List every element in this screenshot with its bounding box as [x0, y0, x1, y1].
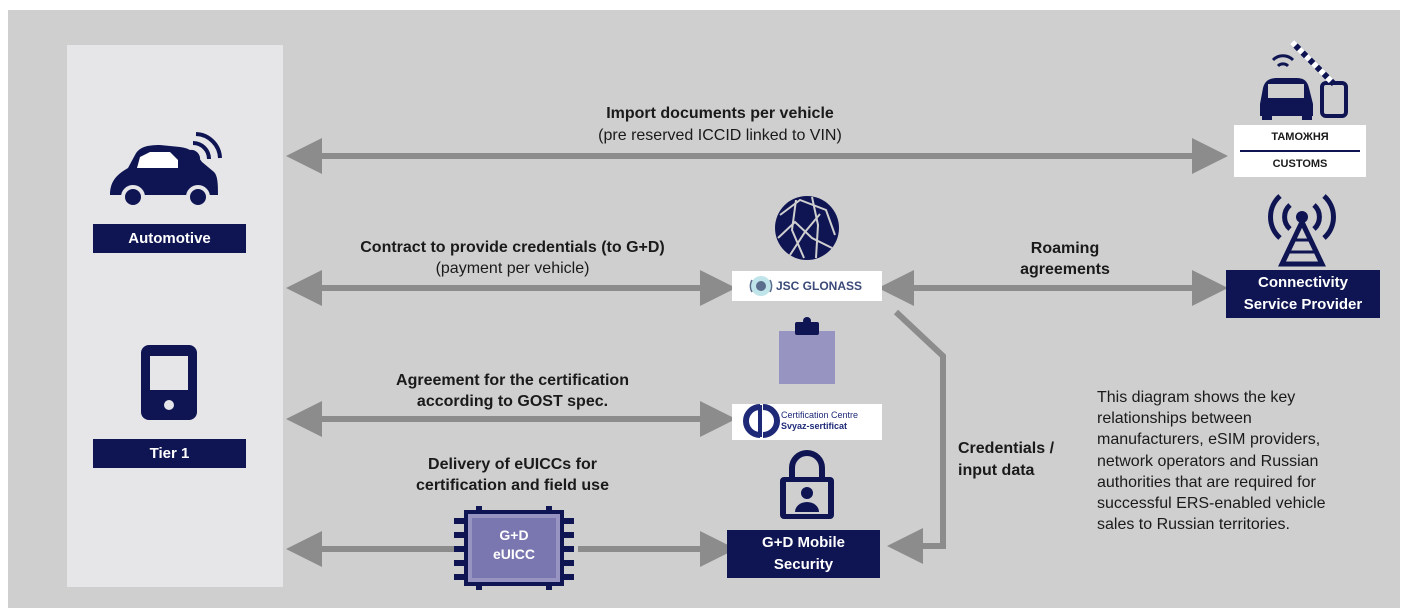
car-wifi-icon	[110, 132, 222, 209]
tier1-label: Tier 1	[93, 439, 246, 468]
chip-text: G+D eUICC	[472, 526, 556, 564]
gd-mobile-security-label: G+D Mobile Security	[727, 530, 880, 578]
import-documents-label: Import documents per vehicle	[606, 105, 834, 122]
description-line: network operators and Russian	[1097, 452, 1319, 470]
chip-text-line1: G+D	[499, 527, 529, 543]
description-line: manufacturers, eSIM providers,	[1097, 431, 1321, 449]
contract-sublabel: (payment per vehicle)	[435, 260, 590, 277]
lock-user-icon	[780, 450, 834, 519]
globe-icon	[775, 196, 839, 260]
phone-icon	[141, 345, 197, 420]
delivery-label-line2: certification and field use	[416, 477, 609, 494]
certification-logo-icon	[743, 404, 780, 438]
customs-english-text: CUSTOMS	[1272, 158, 1328, 170]
credentials-arrow	[887, 309, 946, 564]
antenna-icon	[1268, 194, 1336, 267]
import-documents-sublabel: (pre reserved ICCID linked to VIN)	[598, 127, 842, 144]
gd-label-line2: Security	[773, 556, 834, 573]
agreement-label-line2: according to GOST spec.	[416, 393, 609, 410]
customs-russian-text: ТАМОЖНЯ	[1271, 131, 1329, 143]
description-line: successful ERS-enabled vehicle	[1097, 495, 1326, 513]
connectivity-label-line1: Connectivity	[1257, 274, 1348, 291]
clipboard-icon	[779, 317, 835, 384]
automotive-label: Automotive	[93, 224, 246, 253]
roaming-label-line2: agreements	[1020, 261, 1110, 278]
roaming-label-line1: Roaming	[1030, 240, 1100, 257]
contract-label: Contract to provide credentials (to G+D)	[360, 239, 665, 256]
description-text: This diagram shows the key relationships…	[1097, 387, 1397, 535]
glonass-logo-icon	[749, 276, 773, 296]
description-line: authorities that are required for	[1097, 473, 1316, 491]
glonass-text: JSC GLONASS	[776, 279, 863, 293]
delivery-label-line1: Delivery of eUICCs for	[428, 456, 597, 473]
delivery-label: Delivery of eUICCs for certification and…	[300, 454, 725, 496]
certification-text-line2: Svyaz-sertificat	[781, 421, 848, 431]
credentials-label-line1: Credentials /	[958, 440, 1055, 457]
credentials-label: Credentials / input data	[958, 438, 1078, 482]
gd-label-line1: G+D Mobile	[762, 534, 845, 551]
agreement-label-line1: Agreement for the certification	[396, 372, 629, 389]
chip-text-line2: eUICC	[492, 546, 535, 562]
description-line: sales to Russian territories.	[1097, 516, 1290, 534]
chip-icon	[454, 506, 574, 590]
credentials-label-line2: input data	[958, 462, 1035, 479]
customs-barrier-icon	[1260, 39, 1348, 120]
certification-text: Certification Centre Svyaz-sertificat	[781, 410, 881, 432]
connectivity-provider-label: Connectivity Service Provider	[1226, 270, 1380, 318]
certification-text-line1: Certification Centre	[781, 410, 859, 420]
agreement-label: Agreement for the certification accordin…	[300, 370, 725, 412]
roaming-label: Roaming agreements	[985, 238, 1145, 280]
description-line: This diagram shows the key	[1097, 389, 1296, 406]
side-panel	[67, 45, 283, 587]
description-line: relationships between	[1097, 410, 1252, 428]
relationship-arrows	[286, 138, 1228, 567]
connectivity-label-line2: Service Provider	[1243, 296, 1363, 313]
